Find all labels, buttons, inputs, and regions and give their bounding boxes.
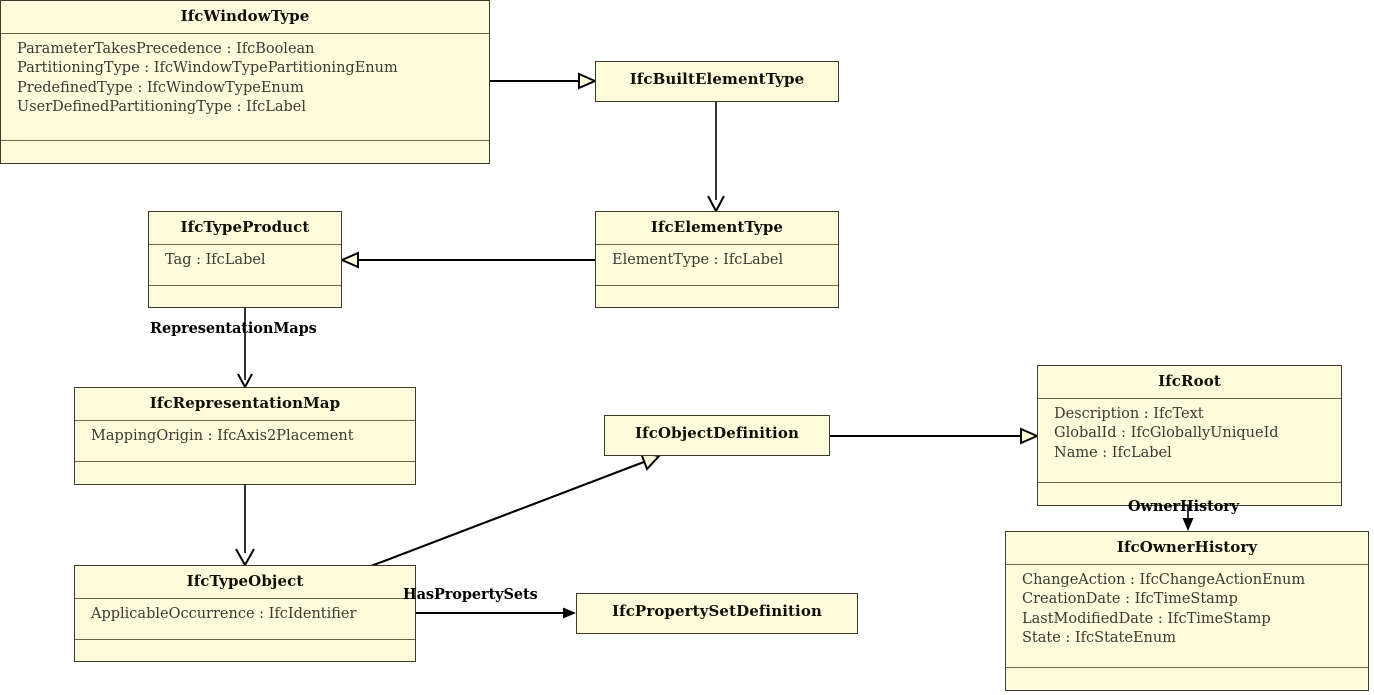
edge-representationmap-to-typeobject xyxy=(235,485,255,568)
attribute-row: State : IfcStateEnum xyxy=(1022,630,1176,647)
class-title-ifcpropertysetdefinition: IfcPropertySetDefinition xyxy=(612,602,822,620)
edge-elementtype-to-typeproduct xyxy=(339,251,595,269)
class-box-ifcownerhistory[interactable]: IfcOwnerHistory ChangeAction : IfcChange… xyxy=(1005,531,1369,691)
edge-label-owner-history: OwnerHistory xyxy=(1128,498,1240,515)
attribute-row: GlobalId : IfcGloballyUniqueId xyxy=(1054,425,1279,442)
attribute-row: Name : IfcLabel xyxy=(1054,444,1172,461)
attribute-row: ParameterTakesPrecedence : IfcBoolean xyxy=(17,40,315,57)
class-title-ifcobjectdefinition: IfcObjectDefinition xyxy=(635,424,799,442)
class-footer-ifctypeobject xyxy=(75,640,415,658)
class-attributes-ifctypeobject: ApplicableOccurrence : IfcIdentifier xyxy=(75,599,415,640)
class-attributes-ifcwindowtype: ParameterTakesPrecedence : IfcBoolean Pa… xyxy=(1,34,489,141)
attribute-row: ChangeAction : IfcChangeActionEnum xyxy=(1022,571,1306,588)
class-attributes-ifcownerhistory: ChangeAction : IfcChangeActionEnum Creat… xyxy=(1006,565,1368,668)
class-title-ifcelementtype: IfcElementType xyxy=(596,212,838,245)
edge-objectdefinition-to-root xyxy=(830,427,1040,445)
attribute-row: Tag : IfcLabel xyxy=(165,251,266,268)
class-footer-ifcwindowtype xyxy=(1,141,489,159)
edge-windowtype-to-builtelementtype xyxy=(490,72,598,90)
attribute-row: ElementType : IfcLabel xyxy=(612,251,784,268)
edge-typeobject-to-propertysetdefinition xyxy=(416,607,576,619)
class-box-ifcroot[interactable]: IfcRoot Description : IfcText GlobalId :… xyxy=(1037,365,1342,506)
class-attributes-ifctypeproduct: Tag : IfcLabel xyxy=(149,245,341,286)
class-attributes-ifcrepresentationmap: MappingOrigin : IfcAxis2Placement xyxy=(75,421,415,462)
class-box-ifcwindowtype[interactable]: IfcWindowType ParameterTakesPrecedence :… xyxy=(0,0,490,164)
class-box-ifcbuiltelementtype[interactable]: IfcBuiltElementType xyxy=(595,61,839,102)
edge-label-representation-maps: RepresentationMaps xyxy=(150,320,317,337)
attribute-row: UserDefinedPartitioningType : IfcLabel xyxy=(17,99,307,116)
class-title-ifcownerhistory: IfcOwnerHistory xyxy=(1006,532,1368,565)
class-attributes-ifcelementtype: ElementType : IfcLabel xyxy=(596,245,838,286)
class-box-ifctypeproduct[interactable]: IfcTypeProduct Tag : IfcLabel xyxy=(148,211,342,308)
class-title-ifctypeproduct: IfcTypeProduct xyxy=(149,212,341,245)
attribute-row: PartitioningType : IfcWindowTypePartitio… xyxy=(17,60,398,77)
class-footer-ifcrepresentationmap xyxy=(75,462,415,480)
class-title-ifctypeobject: IfcTypeObject xyxy=(75,566,415,599)
attribute-row: Description : IfcText xyxy=(1054,405,1204,422)
edge-builtelementtype-to-elementtype xyxy=(707,102,725,214)
attribute-row: ApplicableOccurrence : IfcIdentifier xyxy=(91,605,357,622)
class-title-ifcwindowtype: IfcWindowType xyxy=(1,1,489,34)
attribute-row: PredefinedType : IfcWindowTypeEnum xyxy=(17,79,304,96)
edge-label-has-property-sets: HasPropertySets xyxy=(403,586,538,603)
class-footer-ifcownerhistory xyxy=(1006,668,1368,686)
class-box-ifcobjectdefinition[interactable]: IfcObjectDefinition xyxy=(604,415,830,456)
class-box-ifcpropertysetdefinition[interactable]: IfcPropertySetDefinition xyxy=(576,593,858,634)
class-footer-ifctypeproduct xyxy=(149,286,341,304)
attribute-row: MappingOrigin : IfcAxis2Placement xyxy=(91,427,354,444)
class-title-ifcrepresentationmap: IfcRepresentationMap xyxy=(75,388,415,421)
class-attributes-ifcroot: Description : IfcText GlobalId : IfcGlob… xyxy=(1038,399,1341,483)
class-footer-ifcelementtype xyxy=(596,286,838,304)
class-title-ifcbuiltelementtype: IfcBuiltElementType xyxy=(629,70,805,88)
attribute-row: LastModifiedDate : IfcTimeStamp xyxy=(1022,610,1271,627)
class-box-ifcelementtype[interactable]: IfcElementType ElementType : IfcLabel xyxy=(595,211,839,308)
class-box-ifctypeobject[interactable]: IfcTypeObject ApplicableOccurrence : Ifc… xyxy=(74,565,416,662)
attribute-row: CreationDate : IfcTimeStamp xyxy=(1022,591,1238,608)
class-box-ifcrepresentationmap[interactable]: IfcRepresentationMap MappingOrigin : Ifc… xyxy=(74,387,416,485)
class-title-ifcroot: IfcRoot xyxy=(1038,366,1341,399)
